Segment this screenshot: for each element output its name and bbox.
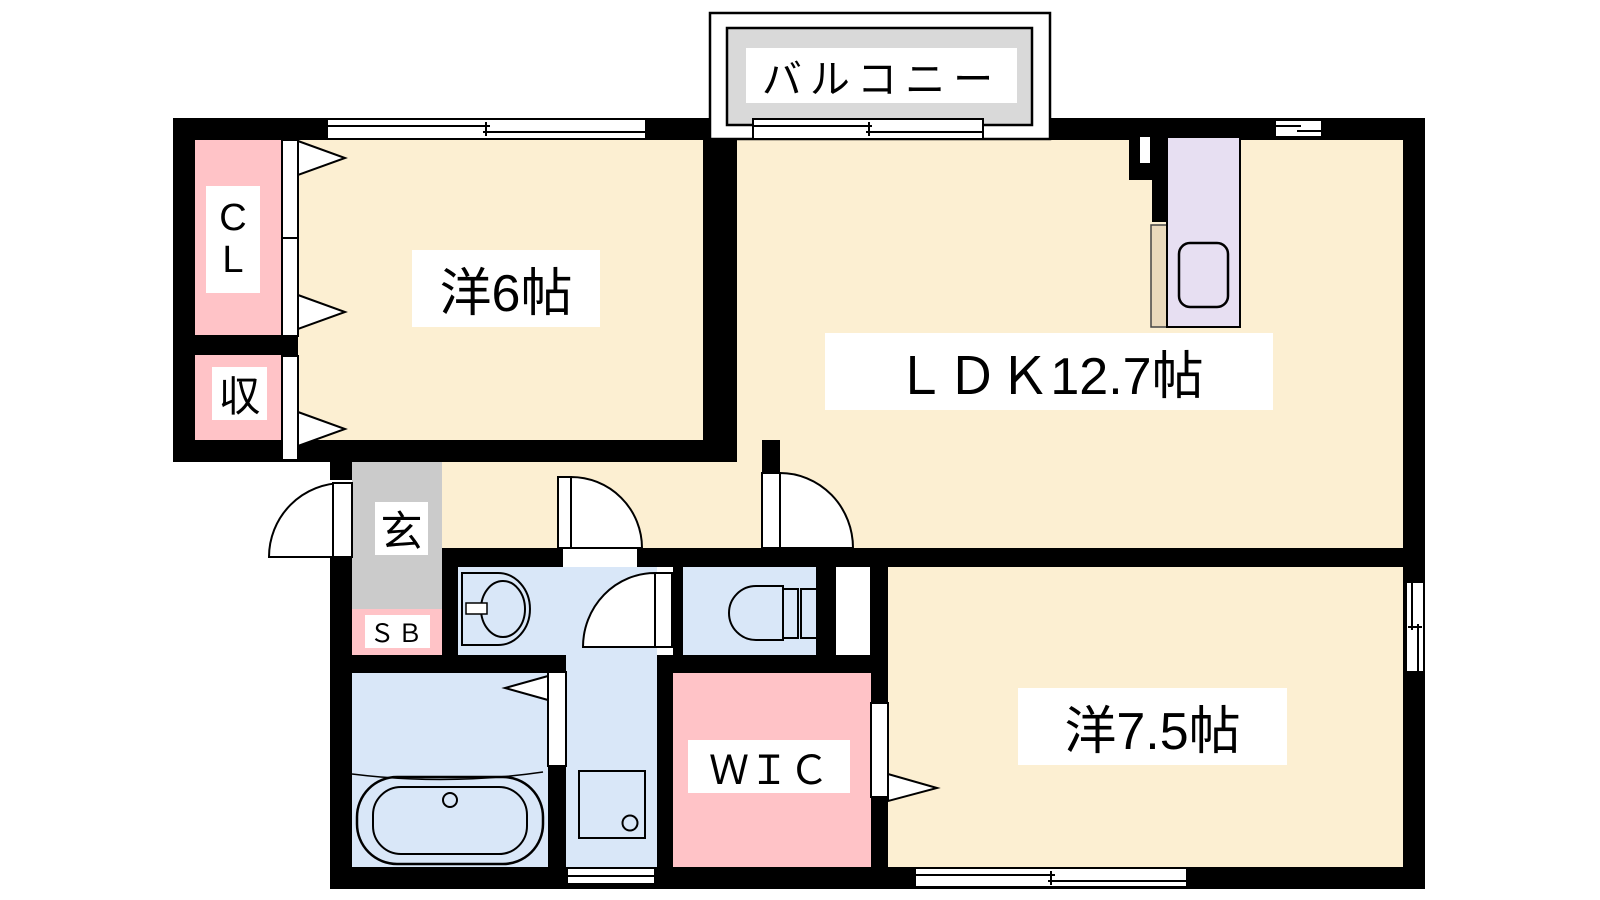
storage-folding-door-icon — [281, 355, 348, 461]
toilet-icon — [728, 585, 818, 641]
wall-bedroom6-ldk — [703, 137, 737, 462]
closet-cl-label-line2: L — [222, 238, 244, 281]
bathroom-floor — [352, 673, 548, 868]
wall-wic-left — [657, 673, 673, 868]
bathroom-folding-door-icon — [501, 671, 567, 767]
wall-ldk-door-stub — [762, 440, 780, 473]
wall-wic-top — [657, 655, 888, 673]
washing-machine-icon — [578, 770, 646, 839]
bedroom6-sliding-window-icon — [326, 118, 647, 140]
wic-label: ＷＩＣ — [688, 740, 850, 793]
wall-75door-lower — [871, 797, 888, 868]
wall-kitchen-stub-b — [1152, 137, 1168, 222]
toilet-door-icon — [581, 571, 673, 648]
ldk-door-icon — [761, 471, 855, 549]
washroom-sink-icon — [461, 572, 531, 646]
wall-bedroom6-bottom — [173, 440, 737, 462]
closet-cl-folding-door-icon — [281, 139, 348, 337]
shoebox-label: ＳＢ — [365, 615, 430, 648]
wall-hall-band — [442, 548, 1403, 567]
closet-cl-label-line1: C — [219, 196, 247, 239]
entrance-door-icon — [267, 480, 353, 558]
wall-right — [1403, 118, 1425, 889]
washroom-door-icon — [557, 475, 644, 567]
wall-left-upper — [173, 118, 195, 462]
corridor-floor — [566, 655, 657, 868]
wall-cl-separator — [191, 335, 298, 355]
bathtub-icon — [351, 771, 545, 866]
bedroom75-bottom-window-icon — [914, 867, 1188, 888]
closet-cl-label: C L — [206, 186, 260, 293]
wall-toilet-right — [816, 548, 835, 673]
storage-label: 収 — [212, 367, 267, 420]
bedroom75-sliding-door-icon — [834, 565, 872, 657]
wall-toilet-left — [673, 565, 683, 655]
kitchen-sink-icon — [1177, 241, 1230, 309]
balcony-sliding-window-icon — [752, 118, 984, 140]
wall-under-sink — [352, 655, 566, 673]
kitchen-counter-icon — [1140, 136, 1241, 328]
balcony-label: バルコニー — [746, 48, 1017, 103]
wall-left-lower — [330, 460, 352, 889]
bedroom6-label: 洋6帖 — [412, 250, 600, 327]
bedroom75-side-window-icon — [1405, 581, 1425, 673]
corridor-bottom-window-icon — [566, 867, 656, 885]
genkan-label: 玄 — [375, 502, 428, 555]
wall-washroom-left — [442, 548, 458, 673]
bedroom75-label: 洋7.5帖 — [1018, 688, 1287, 765]
kitchen-small-window-icon — [1274, 119, 1323, 138]
ldk-label: ＬＤＫ12.7帖 — [825, 333, 1273, 410]
wic-folding-door-icon — [870, 702, 941, 803]
